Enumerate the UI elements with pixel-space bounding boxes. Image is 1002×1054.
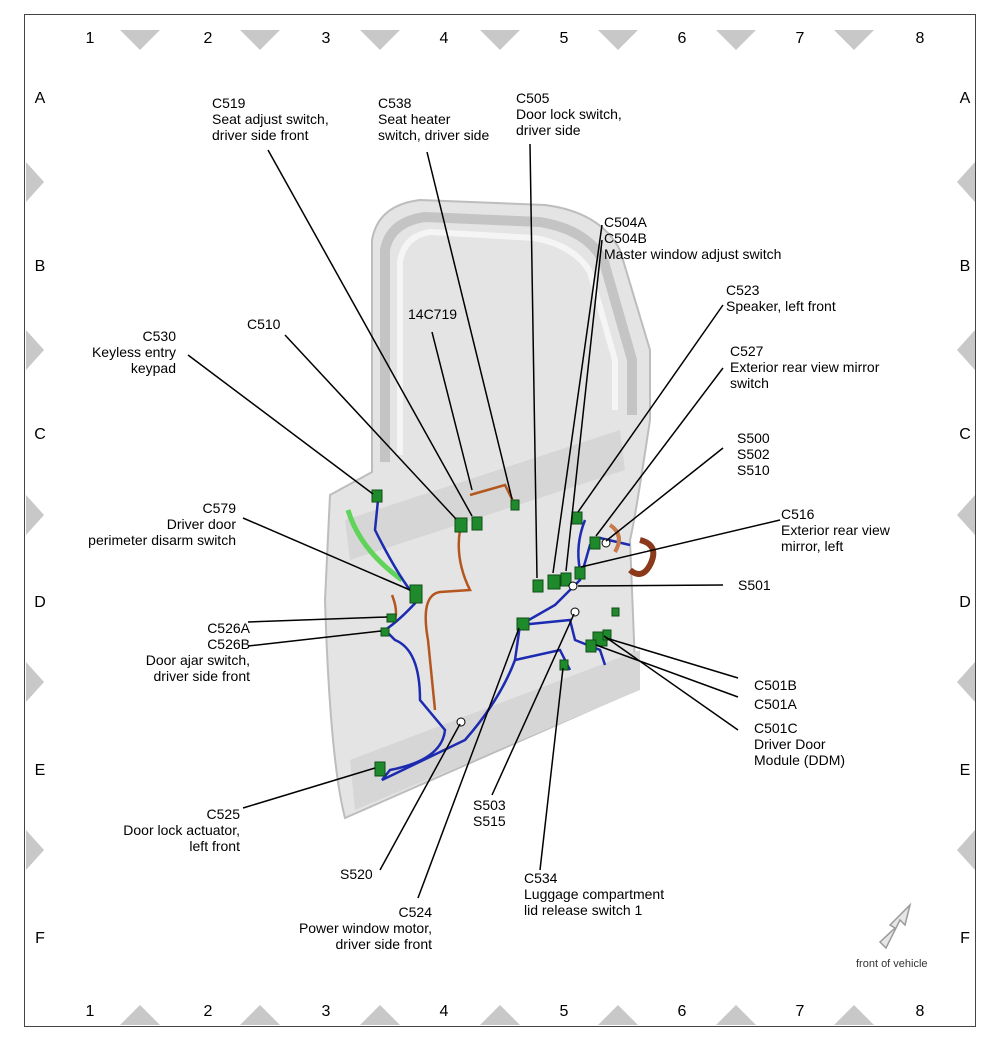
grid-col-4-bottom: 4 <box>439 1003 449 1020</box>
grid-col-2-bottom: 2 <box>203 1003 213 1020</box>
grid-row-a-left: A <box>34 90 46 107</box>
connector-c530 <box>371 489 383 503</box>
leader-lines <box>187 143 781 899</box>
grid-col-7-top: 7 <box>795 30 805 47</box>
grid-col-6-bottom: 6 <box>677 1003 687 1020</box>
grid-col-6-top: 6 <box>677 30 687 47</box>
grid-row-d-right: D <box>959 594 971 611</box>
grid-col-7-bottom: 7 <box>795 1003 805 1020</box>
weatherstrip-seal <box>345 509 404 583</box>
connector-spare <box>611 607 620 617</box>
grid-col-4-top: 4 <box>439 30 449 47</box>
connector-c525 <box>374 761 386 777</box>
connector-c504b <box>560 572 572 587</box>
front-arrow-icon <box>878 902 912 950</box>
connector-c527 <box>589 536 601 550</box>
door-panel <box>323 198 651 820</box>
connector-c526b <box>380 627 390 637</box>
splice-s503 <box>570 607 580 617</box>
grid-col-5-top: 5 <box>559 30 569 47</box>
grid-row-c-left: C <box>34 426 46 443</box>
callout-s501: S501 <box>738 577 771 593</box>
callout-s520: S520 <box>340 866 373 882</box>
grid-row-e-left: E <box>34 762 46 779</box>
callout-c501b: C501B <box>754 677 797 693</box>
connector-c510 <box>454 517 468 533</box>
grid-row-e-right: E <box>959 762 971 779</box>
grid-row-b-left: B <box>34 258 46 275</box>
grid-row-d-left: D <box>34 594 46 611</box>
callout-c501a: C501A <box>754 696 797 712</box>
grid-col-1-top: 1 <box>85 30 95 47</box>
grid-col-2-top: 2 <box>203 30 213 47</box>
grid-col-1-bottom: 1 <box>85 1003 95 1020</box>
grid-col-5-bottom: 5 <box>559 1003 569 1020</box>
connector-c519 <box>471 516 483 531</box>
grid-row-a-right: A <box>959 90 971 107</box>
connector-c534 <box>559 659 569 671</box>
diagram-frame <box>24 14 976 1027</box>
connector-c579 <box>409 584 423 604</box>
grid-row-b-right: B <box>959 258 971 275</box>
connector-c526a <box>386 613 397 623</box>
mirror-wiring-coil <box>628 537 657 577</box>
connector-c523 <box>571 511 583 525</box>
connector-c524 <box>516 617 530 631</box>
front-of-vehicle-label: front of vehicle <box>856 958 928 970</box>
connector-c505 <box>532 579 544 593</box>
grid-col-3-bottom: 3 <box>321 1003 331 1020</box>
connector-c501a <box>585 639 597 653</box>
grid-markers <box>26 30 975 1025</box>
callout-14c719: 14C719 <box>408 306 458 322</box>
grid-col-3-top: 3 <box>321 30 331 47</box>
splice-s501 <box>568 581 578 591</box>
splice-s500 <box>601 538 611 548</box>
connector-c538 <box>510 499 520 511</box>
grid-col-8-bottom: 8 <box>915 1003 925 1020</box>
grid-row-f-right: F <box>960 930 970 947</box>
callout-c510: C510 <box>247 316 281 332</box>
grid-col-8-top: 8 <box>915 30 925 47</box>
connector-c501c <box>602 629 612 641</box>
splice-s520 <box>456 717 466 727</box>
grid-row-c-right: C <box>959 426 971 443</box>
connector-c516 <box>574 566 586 580</box>
connector-c504a <box>547 574 561 590</box>
grid-row-f-left: F <box>35 930 45 947</box>
